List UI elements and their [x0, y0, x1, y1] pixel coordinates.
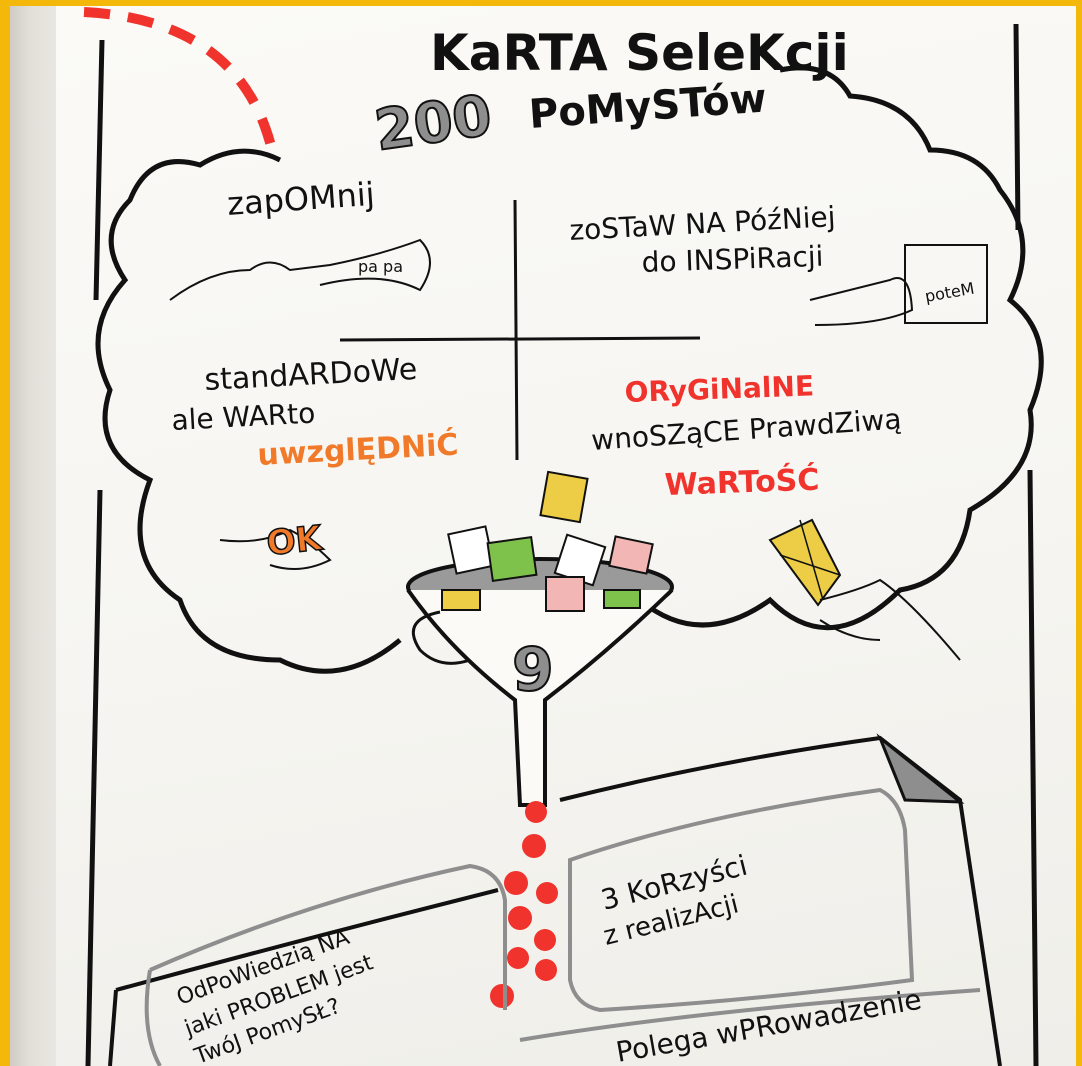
later-note: poteM [923, 279, 975, 306]
funnel-note-pink [608, 535, 654, 575]
scroll-fold-corner [876, 733, 965, 804]
later-line2: do INSPiRacji [641, 240, 824, 279]
original-line1: ORyGiNalNE [624, 369, 814, 409]
standard-line1: standARDoWe [204, 352, 419, 398]
hand-holding-diamond-icon [819, 578, 961, 661]
original-line3: WaRToŚĆ [664, 461, 820, 503]
title-line1: KaRTA SeleKcji [430, 24, 849, 82]
waving-hand-icon [169, 238, 431, 301]
title-number: 200 [371, 83, 496, 164]
ok-hand-icon [219, 528, 332, 570]
quadrant-cross [339, 199, 701, 461]
left-border-line [85, 39, 105, 1066]
right-border-line [1013, 23, 1039, 1066]
bye-note: pa pa [358, 257, 403, 276]
original-line2: wnoSZąCE PrawdZiwą [590, 402, 902, 457]
hand-holding-note-icon [809, 277, 914, 326]
funnel-number: 9 [512, 635, 554, 705]
funnel-handle [411, 610, 471, 665]
funnel-note-yellow [441, 589, 481, 611]
left-box-outline [144, 863, 507, 1066]
idea-cloud-outline [95, 65, 1044, 674]
scroll-outline [108, 735, 1002, 1066]
diamond-icon [768, 518, 842, 607]
right-box-outline [568, 787, 915, 1013]
funnel-note-green [486, 535, 538, 583]
sticky-note-icon [904, 244, 988, 324]
diamond-facets [779, 519, 841, 601]
red-dashed-arc [83, 7, 277, 152]
forget-label: zapOMnij [226, 175, 376, 223]
funnel-note-green-2 [603, 589, 641, 609]
red-dots [490, 801, 558, 1008]
standard-line2: ale WARto [171, 397, 316, 437]
standard-line3: uwzglĘDNiĆ [256, 426, 459, 473]
falling-yellow-note [539, 470, 589, 524]
funnel-note-pink-2 [545, 576, 585, 612]
title-line2: PoMySTów [527, 75, 768, 137]
bottom-box-outline [519, 988, 981, 1042]
funnel-note-white [447, 525, 495, 575]
ok-badge: OK [265, 518, 326, 564]
